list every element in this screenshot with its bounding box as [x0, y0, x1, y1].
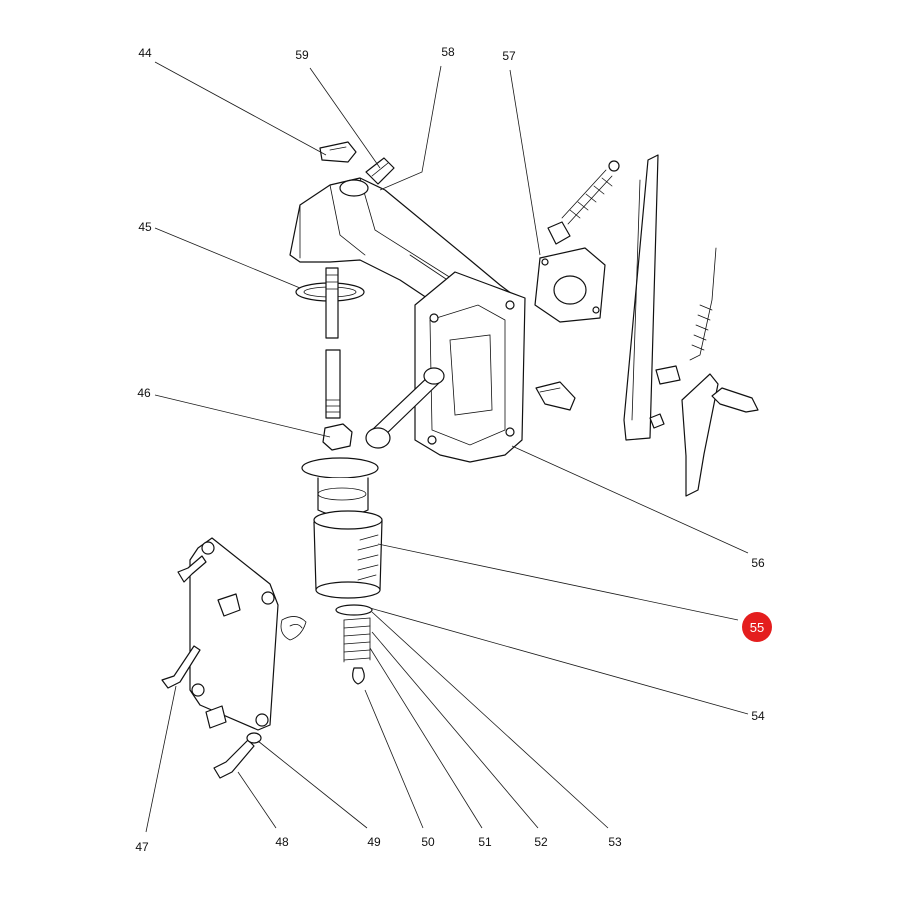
part-bolt-upper-left — [177, 555, 207, 583]
callout-50: 50 — [421, 835, 435, 849]
part-cup-upper — [301, 457, 379, 517]
callout-54: 54 — [751, 709, 765, 723]
callout-45: 45 — [138, 220, 152, 234]
part-cover-plate — [189, 537, 279, 731]
part-throttle-shaft — [365, 367, 445, 449]
part-lever-long — [623, 154, 659, 441]
leader-51 — [369, 647, 483, 829]
leader-48 — [237, 771, 277, 829]
part-44-clip — [319, 141, 357, 163]
leader-55 — [377, 543, 739, 621]
callout-44: 44 — [138, 46, 152, 60]
leader-56 — [511, 445, 749, 554]
part-54-washer — [335, 604, 373, 616]
part-bracket-bolt — [711, 387, 759, 413]
part-48-bolt — [213, 739, 255, 779]
part-small-pins — [649, 365, 681, 429]
part-spring-assembly — [343, 617, 371, 685]
callout-56: 56 — [751, 556, 765, 570]
part-57-gasket — [534, 247, 606, 323]
part-49-washer — [246, 732, 262, 744]
part-spring-clip — [280, 616, 307, 641]
leader-54 — [369, 607, 749, 715]
part-57-valve-spring — [547, 160, 620, 245]
callout-58: 58 — [441, 45, 455, 59]
callout-49: 49 — [367, 835, 381, 849]
leader-44 — [154, 61, 327, 156]
callout-55-highlighted[interactable]: 55 — [742, 612, 772, 642]
leader-58 — [379, 65, 442, 191]
callout-46: 46 — [137, 386, 151, 400]
leader-52 — [371, 631, 539, 829]
callout-47: 47 — [135, 840, 149, 854]
callout-48: 48 — [275, 835, 289, 849]
part-56-flange-plate — [414, 271, 526, 463]
part-bracket — [681, 373, 719, 497]
leader-lines — [145, 61, 749, 833]
leader-49 — [257, 740, 368, 829]
part-rod-lower — [325, 349, 341, 419]
callout-52: 52 — [534, 835, 548, 849]
part-55-filter-cup — [313, 510, 383, 599]
part-valve-small — [535, 381, 576, 411]
leader-45 — [154, 227, 301, 289]
part-return-spring — [689, 247, 717, 361]
leader-57 — [509, 69, 541, 256]
part-46-nut — [322, 423, 353, 451]
leader-50 — [364, 689, 424, 829]
callout-57: 57 — [502, 49, 516, 63]
leader-53 — [371, 611, 609, 829]
leader-59 — [309, 67, 381, 169]
leader-47 — [145, 685, 177, 833]
callout-51: 51 — [478, 835, 492, 849]
part-rod-upper — [325, 267, 339, 339]
callout-59: 59 — [295, 48, 309, 62]
part-59-nipple — [365, 157, 395, 185]
callout-53: 53 — [608, 835, 622, 849]
part-47-bolt — [161, 645, 201, 689]
leader-46 — [154, 394, 331, 438]
